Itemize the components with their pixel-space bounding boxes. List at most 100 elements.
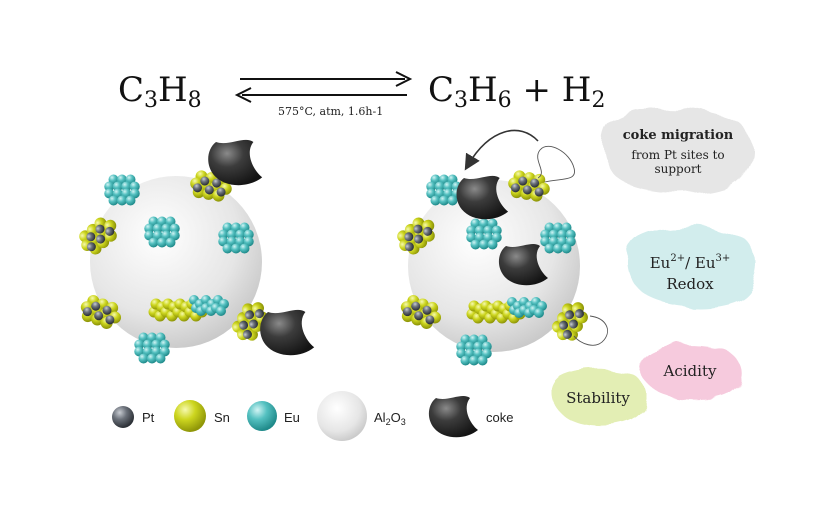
legend-swatch-sn	[174, 400, 206, 432]
pt-atom	[216, 187, 226, 197]
pt-atom	[239, 320, 249, 330]
pt-atom	[402, 307, 412, 317]
eu-atom	[138, 353, 149, 364]
pt-atom	[414, 234, 424, 244]
eu-atom	[144, 223, 155, 234]
eu-atom	[235, 229, 246, 240]
pt-atom	[94, 311, 104, 321]
eu-atom	[147, 353, 157, 364]
pt-atom	[530, 178, 540, 188]
eu-atom	[477, 355, 488, 366]
eu-atom	[534, 308, 544, 318]
eu-atom	[151, 339, 162, 350]
pt-atom	[559, 320, 569, 330]
left-nanoparticles	[79, 139, 315, 364]
eu-atom	[447, 195, 458, 206]
pt-sn-cluster	[400, 295, 442, 329]
eu-atom	[218, 229, 229, 240]
pt-atom	[105, 226, 115, 236]
coke-migration-title: coke migration	[623, 128, 734, 143]
eu-atom	[129, 181, 140, 192]
eu-atom	[430, 195, 441, 206]
pt-atom	[102, 305, 112, 315]
pt-atom	[574, 309, 584, 319]
eu-atom	[112, 181, 123, 192]
pt-atom	[404, 242, 414, 252]
pt-atom	[245, 310, 255, 320]
pt-sn-cluster	[232, 302, 268, 341]
eu-atom	[464, 341, 475, 352]
eu-atom	[226, 229, 237, 240]
pt-atom	[204, 185, 214, 195]
eu-atom	[155, 353, 166, 364]
eu-atom	[231, 243, 241, 254]
coke-deposit	[260, 309, 315, 356]
eu-atom	[125, 195, 136, 206]
eu-atom	[544, 243, 555, 254]
products-formula: C3H6 + H2	[428, 70, 605, 113]
eu-atom	[161, 223, 172, 234]
pt-atom	[95, 224, 105, 234]
eu-atom	[491, 225, 502, 236]
eu-atom	[157, 237, 167, 248]
reaction-conditions: 575°C, atm, 1.6h-1	[278, 105, 383, 118]
acidity-note: Acidity	[641, 344, 742, 401]
pt-sn-cluster	[508, 170, 550, 202]
eu-atom	[466, 225, 477, 236]
eu-atom	[561, 243, 572, 254]
eu-atom	[443, 181, 454, 192]
eu-atom	[460, 355, 471, 366]
eu-atom	[108, 195, 119, 206]
pt-atom	[411, 301, 421, 311]
coke-deposit	[208, 139, 263, 186]
eu-atom	[553, 243, 563, 254]
legend-swatch-eu	[247, 401, 277, 431]
stability-label: Stability	[566, 389, 630, 407]
coke-migration-note: coke migration from Pt sites to support	[602, 107, 752, 194]
legend-label-al2o3: Al2O3	[374, 410, 406, 427]
acidity-label: Acidity	[663, 362, 717, 380]
legend-label-pt: Pt	[142, 410, 155, 425]
redox-line2: Redox	[666, 275, 714, 293]
pt-sn-cluster	[397, 217, 435, 255]
pt-sn-cluster	[79, 217, 117, 255]
legend-swatch-al2o3	[317, 391, 367, 441]
eu-atom	[481, 341, 492, 352]
eu-atom	[426, 181, 437, 192]
eu-atom	[474, 225, 485, 236]
pt-atom	[192, 183, 202, 193]
eu-atom	[483, 225, 494, 236]
right-nanoparticles	[397, 170, 588, 366]
pt-atom	[562, 329, 572, 339]
eu-atom	[216, 306, 226, 316]
eu-atom	[434, 181, 445, 192]
eu-atom	[473, 341, 484, 352]
eu-atom	[540, 229, 551, 240]
pt-atom	[565, 310, 575, 320]
pt-atom	[413, 224, 423, 234]
legend-label-eu: Eu	[284, 410, 300, 425]
pt-atom	[425, 315, 435, 325]
eu-atom	[104, 181, 115, 192]
pt-atom	[534, 187, 544, 197]
pt-atom	[242, 329, 252, 339]
pt-sn-cluster	[80, 295, 122, 329]
spent-catalyst	[397, 170, 588, 366]
eu-atom	[479, 239, 489, 250]
coke-migration-line2: support	[654, 162, 701, 176]
pt-atom	[404, 232, 414, 242]
eu-atom	[487, 239, 498, 250]
squiggle-line-bottom	[573, 315, 608, 346]
pt-atom	[212, 178, 222, 188]
pt-atom	[518, 176, 528, 186]
eu-atom	[159, 339, 170, 350]
pt-atom	[422, 305, 432, 315]
redox-note: Eu2+/ Eu3+ Redox	[627, 227, 759, 307]
pt-atom	[105, 315, 115, 325]
coke-migration-arrow	[464, 129, 539, 171]
legend-label-coke: coke	[486, 410, 513, 425]
pt-atom	[254, 309, 264, 319]
eu-atom	[117, 195, 127, 206]
pt-sn-cluster	[552, 302, 588, 341]
